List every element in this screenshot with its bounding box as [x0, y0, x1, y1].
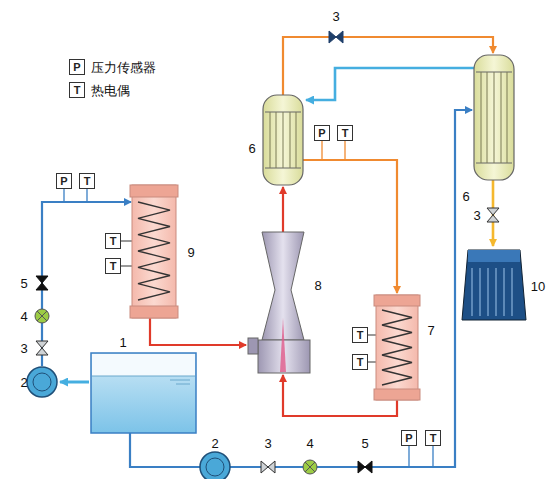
callout-number: 5	[20, 277, 27, 290]
callout-number: 5	[361, 437, 368, 450]
callout-number: 3	[473, 209, 480, 222]
callout-number: 4	[306, 437, 313, 450]
sensor-letter: T	[342, 128, 349, 139]
callout-number: 6	[248, 142, 255, 155]
callout-number: 1	[119, 336, 126, 349]
callout-number: 3	[332, 10, 339, 23]
sensor-letter: T	[84, 176, 91, 187]
sensor-box: T	[69, 82, 85, 98]
callout-number: 2	[20, 376, 27, 389]
callout-number: 7	[427, 324, 434, 337]
callout-number: 4	[20, 310, 27, 323]
sensor-box: T	[105, 258, 121, 274]
sensor-box: T	[79, 173, 95, 189]
sensor-letter: T	[430, 433, 437, 444]
sensor-box: T	[352, 327, 368, 343]
legend-text: 压力传感器	[91, 61, 156, 74]
sensor-letter: P	[318, 128, 325, 139]
sensor-box: T	[425, 430, 441, 446]
sensor-letter: P	[405, 433, 412, 444]
sensor-letter: T	[110, 261, 117, 272]
sensor-letter: P	[73, 62, 80, 73]
sensor-letter: P	[60, 176, 67, 187]
sensor-box: P	[69, 59, 85, 75]
sensor-box: P	[314, 125, 330, 141]
sensor-letter: T	[110, 236, 117, 247]
callout-number: 3	[20, 342, 27, 355]
callout-number: 9	[187, 246, 194, 259]
callout-number: 2	[211, 437, 218, 450]
sensor-box: T	[105, 233, 121, 249]
callout-number: 8	[314, 279, 321, 292]
legend-text: 热电偶	[91, 84, 130, 97]
sensor-box: P	[56, 173, 72, 189]
callout-number: 6	[462, 190, 469, 203]
sensor-box: P	[401, 430, 417, 446]
sensor-letter: T	[357, 357, 364, 368]
sensor-box: T	[352, 354, 368, 370]
sensor-letter: T	[74, 85, 81, 96]
sensor-box: T	[337, 125, 353, 141]
callout-number: 10	[531, 280, 545, 293]
callout-number: 3	[264, 437, 271, 450]
sensor-letter: T	[357, 330, 364, 341]
